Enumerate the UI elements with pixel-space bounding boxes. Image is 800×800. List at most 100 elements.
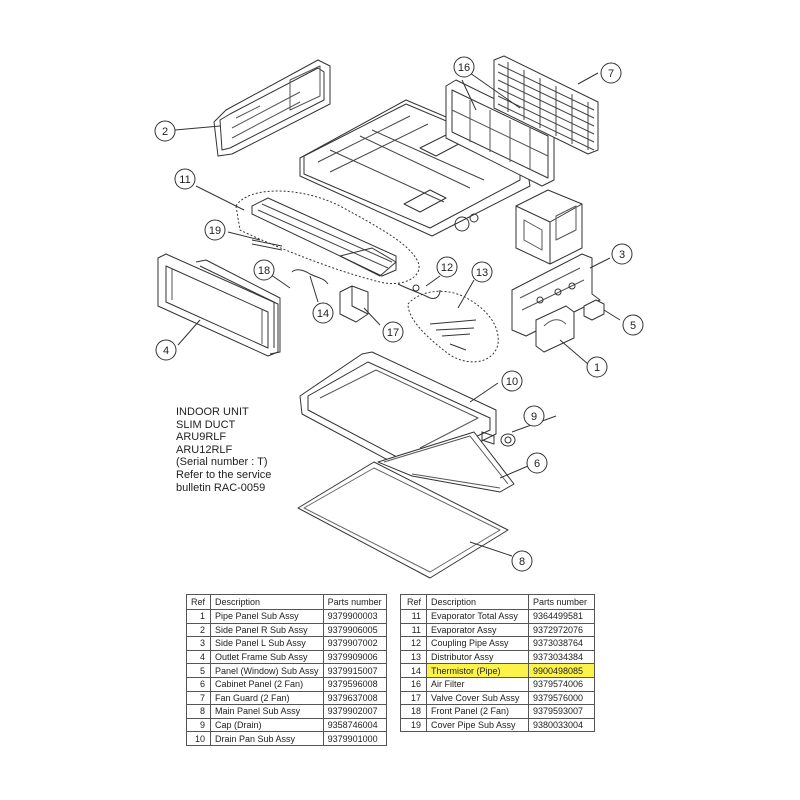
description-cell: Side Panel R Sub Assy [210, 622, 324, 638]
description-cell: Pipe Panel Sub Assy [210, 609, 324, 624]
callout-label: 13 [476, 267, 488, 279]
parts-number-cell: 9379596008 [322, 676, 387, 692]
ref-cell: 5 [185, 663, 212, 678]
info-line: SLIM DUCT [176, 418, 236, 431]
description-cell: Cover Pipe Sub Assy [426, 717, 529, 733]
part-thermistor [291, 269, 329, 285]
part-air-filter [445, 79, 555, 187]
description-cell: Outlet Frame Sub Assy [210, 649, 324, 665]
description-cell: Air Filter [426, 676, 529, 692]
description-cell: Valve Cover Sub Assy [426, 690, 529, 706]
ref-cell: 7 [185, 690, 212, 706]
info-line: Refer to the service [176, 468, 272, 481]
parts-number-cell: 9373038764 [527, 636, 596, 651]
callout-circle [511, 550, 533, 572]
callout-circle [154, 120, 176, 142]
table-header-row: Ref Description Parts number [400, 594, 596, 610]
parts-number-cell: 9379900003 [322, 609, 387, 624]
part-front-panel [195, 259, 281, 355]
callout-circle [312, 302, 334, 324]
callout-label: 19 [209, 225, 221, 237]
callout-label: 17 [387, 327, 399, 339]
description-cell: Front Panel (2 Fan) [426, 704, 529, 719]
callout-circle [501, 370, 523, 392]
callout-10: 10 [501, 370, 523, 392]
callout-17: 17 [382, 321, 404, 343]
ref-cell: 3 [185, 636, 212, 651]
callout-circle [453, 56, 475, 78]
callout-16: 16 [453, 56, 475, 78]
callout-label: 1 [594, 362, 600, 374]
info-line: INDOOR UNIT [176, 406, 249, 418]
parts-number-cell: 9379901000 [322, 731, 387, 746]
callout-label: 4 [163, 345, 169, 357]
callout-label: 6 [534, 458, 540, 470]
description-cell: Panel (Window) Sub Assy [210, 663, 324, 678]
callout-circle [523, 405, 545, 427]
callout-2: 2 [154, 120, 176, 142]
model-info: INDOOR UNIT SLIM DUCT ARU9RLF ARU12RLF (… [176, 406, 271, 494]
part-distributor [407, 290, 499, 363]
callout-circle [471, 261, 493, 283]
info-line: bulletin RAC-0059 [176, 481, 266, 494]
column-header-ref: Ref [185, 594, 212, 610]
ref-cell: 8 [185, 704, 212, 719]
callout-circle [204, 219, 226, 241]
callout-5: 5 [622, 314, 644, 336]
description-cell: Drain Pan Sub Assy [210, 731, 324, 746]
ref-cell: 12 [400, 636, 427, 651]
description-cell: Side Panel L Sub Assy [210, 636, 324, 651]
part-evaporator [235, 190, 420, 284]
part-fan-guard [493, 55, 599, 155]
part-window-panel [583, 299, 605, 321]
callout-18: 18 [253, 259, 275, 281]
ref-cell: 18 [400, 704, 427, 719]
parts-number-cell: 9358746004 [322, 717, 387, 733]
callout-circle [253, 259, 275, 281]
ref-cell: 4 [185, 649, 212, 665]
callout-7: 7 [600, 62, 622, 84]
part-main-panel [297, 461, 509, 579]
ref-cell: 17 [400, 690, 427, 706]
part-drain-cap [500, 433, 516, 447]
callout-label: 16 [458, 62, 470, 74]
callout-circle [382, 321, 404, 343]
parts-number-cell: 9372972076 [527, 622, 596, 638]
description-cell: Fan Guard (2 Fan) [210, 690, 324, 706]
callout-label: 5 [630, 320, 636, 332]
callout-circle [174, 168, 196, 190]
description-cell: Cap (Drain) [210, 717, 324, 733]
part-cover-pipe [251, 239, 283, 251]
column-header-parts-number: Parts number [527, 594, 596, 610]
info-line: (Serial number : T) [176, 456, 268, 469]
ref-cell: 9 [185, 717, 212, 733]
ref-cell: 11 [400, 622, 427, 638]
callout-label: 2 [162, 126, 168, 138]
callout-3: 3 [611, 243, 633, 265]
callout-12: 12 [436, 256, 458, 278]
callout-circle [600, 62, 622, 84]
parts-number-cell: 9364499581 [527, 609, 596, 624]
callout-circle [586, 356, 608, 378]
parts-number-cell: 9379906005 [322, 622, 387, 638]
callout-11: 11 [174, 168, 196, 190]
ref-cell: 10 [185, 731, 212, 746]
callout-circle [622, 314, 644, 336]
ref-cell: 11 [400, 609, 427, 624]
description-cell: Thermistor (Pipe) [426, 663, 529, 678]
part-valve-cover [339, 285, 369, 323]
callout-8: 8 [511, 550, 533, 572]
part-side-panel-l [511, 253, 601, 337]
